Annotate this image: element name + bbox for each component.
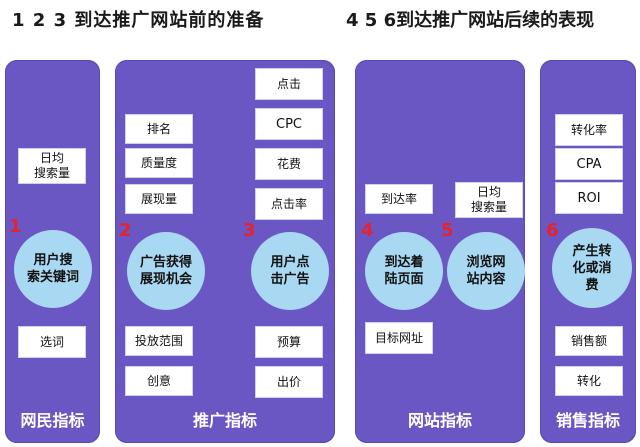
conversions-box: 转化 (555, 366, 623, 396)
site-daily-search-volume-box: 日均 搜索量 (455, 182, 523, 218)
ctr-box: 点击率 (255, 188, 323, 220)
clicks-box: 点击 (255, 68, 323, 100)
user-search-keyword-circle: 用户搜 索关键词 (14, 230, 92, 308)
promotion-metrics-title: 推广指标 (192, 411, 257, 430)
reach-landing-page-circle: 到达着 陆页面 (365, 232, 443, 310)
spend-box: 花费 (255, 148, 323, 180)
website-metrics-column: 到达率 日均 搜索量 4 到达着 陆页面 5 浏览网 站内容 目标网址 网站指标 (355, 60, 525, 443)
header-right-title: 4 5 6到达推广网站后续的表现 (346, 10, 595, 31)
targeting-range-box: 投放范围 (125, 326, 193, 356)
sales-metrics-title: 销售指标 (555, 411, 620, 430)
creative-box: 创意 (125, 366, 193, 396)
conversion-rate-box: 转化率 (555, 114, 623, 146)
ranking-box: 排名 (125, 114, 193, 144)
sales-amount-box: 销售额 (555, 326, 623, 356)
keyword-selection-box: 选词 (18, 326, 86, 358)
step-2-label: 2 (119, 220, 132, 241)
conversion-or-purchase-circle: 产生转 化或消 费 (552, 228, 632, 308)
budget-box: 预算 (255, 326, 323, 358)
step-1-label: 1 (9, 216, 22, 237)
website-metrics-title: 网站指标 (407, 411, 472, 430)
impressions-box: 展现量 (125, 184, 193, 214)
target-url-box: 目标网址 (365, 322, 433, 354)
netizen-metrics-column: 日均 搜索量 1 用户搜 索关键词 选词 网民指标 (5, 60, 100, 443)
promotion-metrics-column: 排名 质量度 展现量 投放范围 创意 点击 CPC 花费 点击率 预算 出价 2… (115, 60, 335, 443)
header-left-title: 1 2 3 到达推广网站前的准备 (12, 10, 265, 31)
step-4-label: 4 (361, 220, 374, 241)
ad-impression-opportunity-circle: 广告获得 展现机会 (127, 232, 205, 310)
netizen-metrics-title: 网民指标 (20, 411, 85, 430)
quality-score-box: 质量度 (125, 148, 193, 178)
daily-search-volume-box: 日均 搜索量 (18, 148, 86, 184)
user-click-ad-circle: 用户点 击广告 (251, 232, 329, 310)
step-5-label: 5 (441, 220, 454, 241)
step-6-label: 6 (546, 220, 559, 241)
step-3-label: 3 (243, 220, 256, 241)
arrival-rate-box: 到达率 (365, 184, 433, 214)
cpa-box: CPA (555, 148, 623, 180)
browse-site-content-circle: 浏览网 站内容 (447, 232, 525, 310)
roi-box: ROI (555, 182, 623, 214)
cpc-box: CPC (255, 108, 323, 140)
bid-box: 出价 (255, 366, 323, 398)
sales-metrics-column: 转化率 CPA ROI 6 产生转 化或消 费 销售额 转化 销售指标 (540, 60, 636, 443)
